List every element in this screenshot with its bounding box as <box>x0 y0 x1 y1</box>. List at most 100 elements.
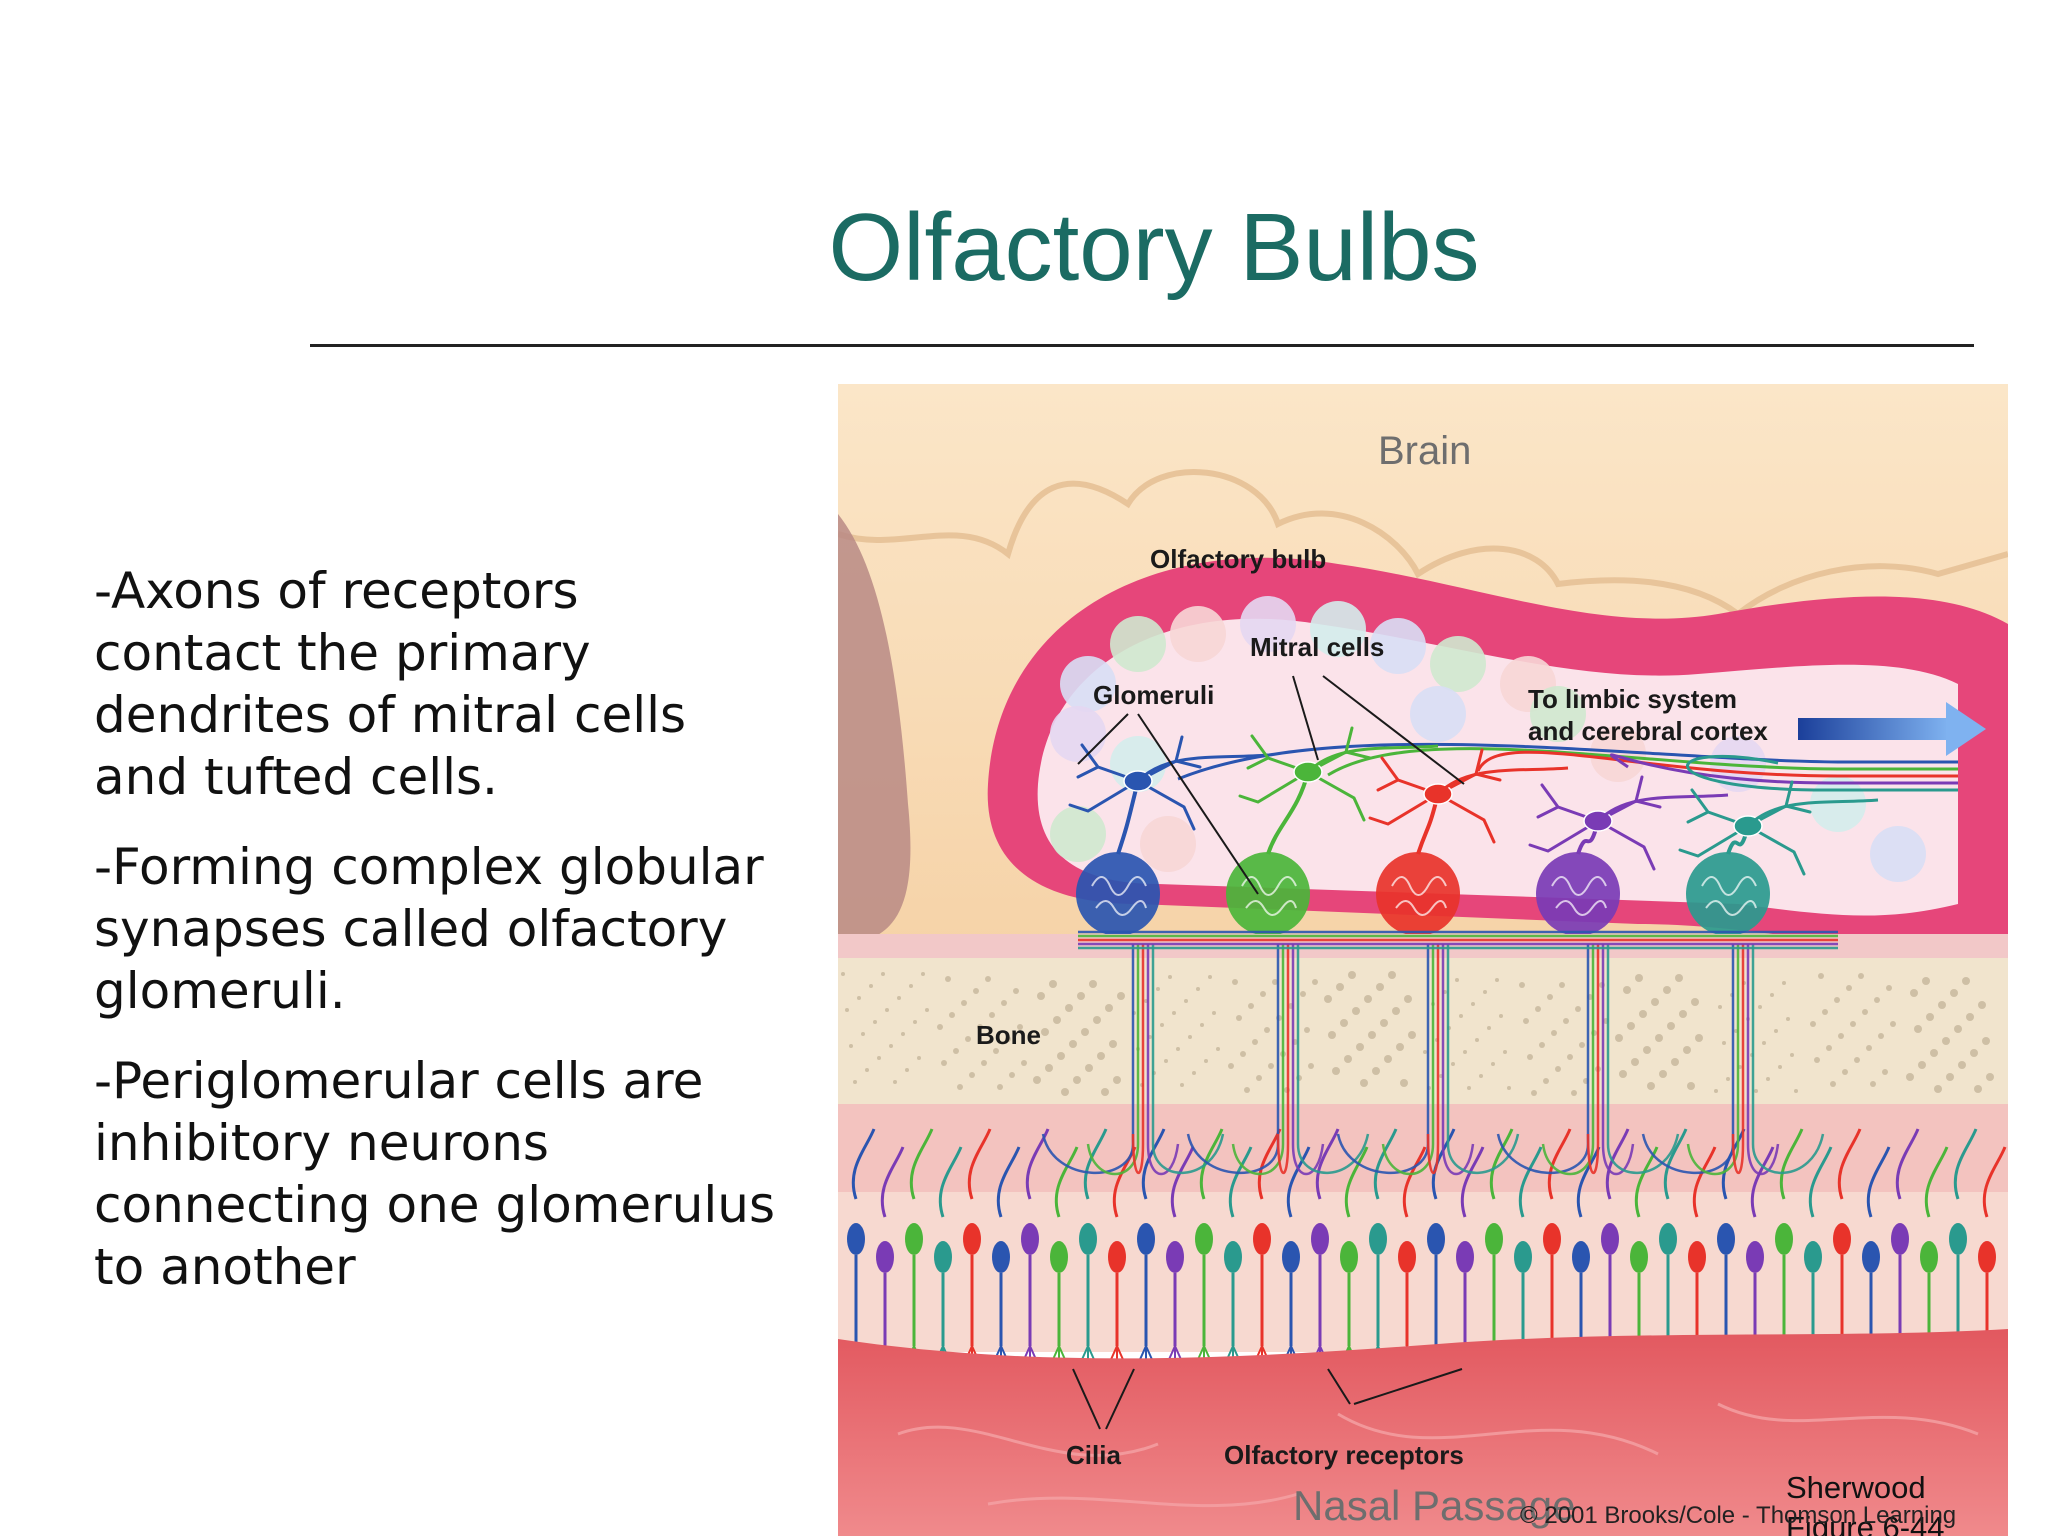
bone-pore <box>1384 1055 1392 1063</box>
bone-pore <box>1156 987 1160 991</box>
label-limbic-line1: To limbic system <box>1528 684 1737 714</box>
bone-pore <box>1408 1031 1416 1039</box>
bone-pore <box>1978 1001 1986 1009</box>
bone-pore <box>937 1024 943 1030</box>
receptor-cell <box>934 1241 952 1273</box>
receptor-axon <box>1170 1146 1195 1218</box>
receptor-cell <box>1166 1241 1184 1273</box>
receptor-cell <box>847 1223 865 1255</box>
primary-dendrite <box>1266 771 1310 855</box>
bone-pore <box>1228 1063 1234 1069</box>
bone-pore <box>1878 1033 1884 1039</box>
bone-pore <box>1623 986 1631 994</box>
bone-pore <box>1874 997 1880 1003</box>
receptor-cell <box>1340 1241 1358 1273</box>
bone-pore <box>853 1080 857 1084</box>
bone-pore <box>1256 1075 1262 1081</box>
bulb-cell <box>1430 636 1486 692</box>
label-pointers <box>1072 675 1465 1430</box>
receptor-cell <box>1630 1241 1648 1273</box>
bone-pore <box>1866 1045 1872 1051</box>
bone-pore <box>1164 1059 1168 1063</box>
bone-pore <box>1172 1011 1176 1015</box>
receptor-axon <box>1402 1146 1427 1218</box>
bone-pore <box>1946 1073 1954 1081</box>
bone-pore <box>1655 1034 1663 1042</box>
receptor-axon <box>1779 1128 1804 1200</box>
bulb-cell <box>1050 806 1106 862</box>
bone-pore <box>1918 1061 1926 1069</box>
axon-bundle-fiber <box>1041 944 1135 1174</box>
receptor-cell <box>992 1241 1010 1273</box>
axon-bundle-fiber <box>1231 944 1285 1176</box>
axon-bundle-fiber <box>1496 944 1590 1174</box>
bone-pore <box>1986 1073 1994 1081</box>
bullet-item: -Forming complex globular synapses calle… <box>94 838 764 1020</box>
receptor-cell <box>1833 1223 1851 1255</box>
axon-bundle-fiber <box>1426 944 1440 1174</box>
receptor-axon <box>1808 1146 1833 1218</box>
bone-pore <box>893 1080 897 1084</box>
bone-pore <box>1886 985 1892 991</box>
bone-pore <box>1499 1014 1503 1018</box>
bone-pore <box>1822 1009 1828 1015</box>
bone-pore <box>1404 995 1412 1003</box>
bone-pore <box>1196 987 1200 991</box>
bone-pore <box>1077 992 1085 1000</box>
bone-pore <box>1914 1025 1922 1033</box>
bone-pore <box>1180 1083 1184 1087</box>
bone-pore <box>857 996 861 1000</box>
bone-pore <box>1236 1015 1242 1021</box>
receptor-cell <box>1195 1223 1213 1255</box>
label-mitral-cells: Mitral cells <box>1250 632 1384 662</box>
receptor-axon <box>1837 1128 1862 1200</box>
bullet-item: -Axons of receptors contact the primary … <box>94 562 687 806</box>
bone-pore <box>1679 1010 1687 1018</box>
receptor-cell <box>1949 1223 1967 1255</box>
bone-pore <box>1184 999 1188 1003</box>
bone-pore <box>1782 981 1786 985</box>
receptor-axon <box>1054 1146 1079 1218</box>
bone-pore <box>1376 983 1384 991</box>
bone-pore <box>1491 1062 1495 1066</box>
bone-pore <box>1762 1041 1766 1045</box>
bone-pore <box>1455 978 1459 982</box>
bone-pore <box>1551 1030 1557 1036</box>
bone-pore <box>1814 1057 1820 1063</box>
receptor-axon <box>851 1128 876 1200</box>
bone-pore <box>1360 1079 1368 1087</box>
axon-bundle-fiber <box>1746 944 1780 1176</box>
receptor-cell <box>1920 1241 1938 1273</box>
bone-pore <box>1619 1070 1627 1078</box>
bone-pore <box>1954 1025 1962 1033</box>
bone-pore <box>1069 1040 1077 1048</box>
bone-pore <box>861 1032 865 1036</box>
bone-pore <box>1507 1086 1511 1090</box>
bone-pore <box>1364 995 1372 1003</box>
bone-pore <box>1105 1004 1113 1012</box>
bulb-cell <box>1050 706 1106 762</box>
bone-pore <box>1240 1051 1246 1057</box>
bone-pore <box>1559 982 1565 988</box>
bone-pore <box>1539 1042 1545 1048</box>
bone-pore <box>997 1084 1003 1090</box>
bone-pore <box>1073 1076 1081 1084</box>
bone-pore <box>1021 1060 1027 1066</box>
bone-pore <box>905 1068 909 1072</box>
bone-pore <box>1687 1082 1695 1090</box>
receptor-axon <box>1373 1128 1398 1200</box>
bone-pore <box>1113 1076 1121 1084</box>
limbic-arrow-shaft <box>1798 718 1948 740</box>
bone-pore <box>1380 1019 1388 1027</box>
bone-pore <box>1563 1018 1569 1024</box>
axon-bundle-fiber <box>1296 944 1370 1175</box>
bone-pore <box>1675 974 1683 982</box>
bone-pore <box>1005 1036 1011 1042</box>
bone-pore <box>1503 1050 1507 1054</box>
diagram-canvas: Brain Olfactory bulb Mitral cells Glomer… <box>838 384 2008 1536</box>
receptor-axon <box>1663 1128 1688 1200</box>
bone-pore <box>1487 1026 1491 1030</box>
bone-pore <box>1870 1081 1876 1087</box>
receptor-cell <box>1862 1241 1880 1273</box>
axon-bundle-fiber <box>1151 944 1225 1175</box>
